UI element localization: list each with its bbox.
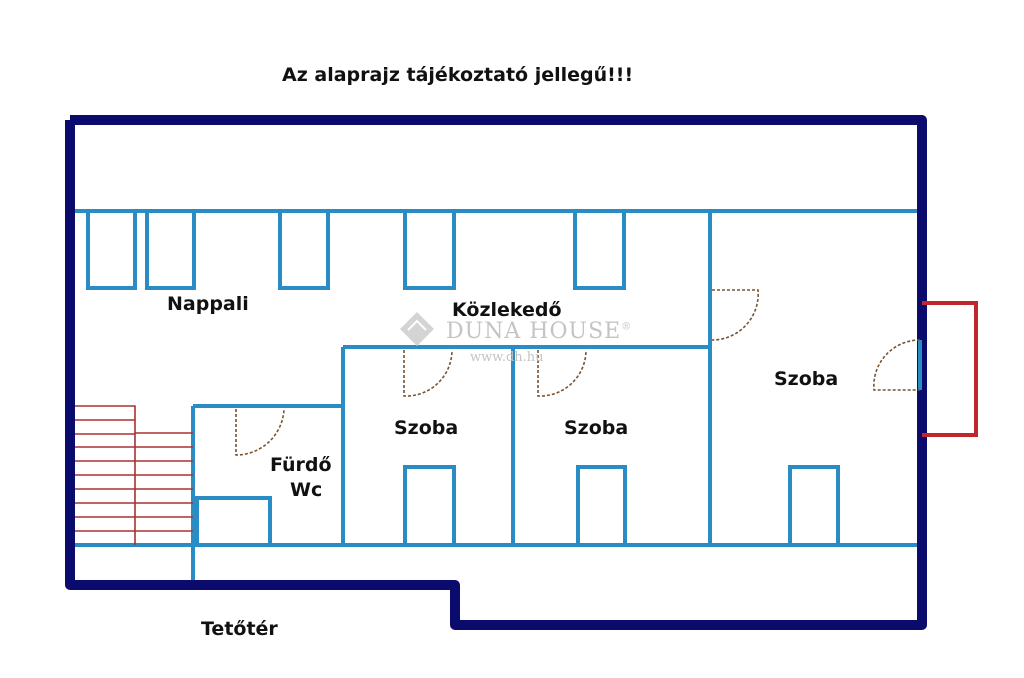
roof-windows (86, 211, 840, 545)
staircase (75, 405, 193, 545)
room-label-nappali: Nappali (167, 293, 249, 315)
inner-walls (75, 209, 922, 580)
balcony (922, 301, 978, 437)
watermark-brand-text: DUNA HOUSE (446, 319, 622, 344)
room-label-wc: Wc (290, 479, 323, 501)
room-label-tetoter: Tetőtér (201, 618, 278, 640)
watermark-logo (400, 312, 434, 346)
room-label-kozlekedo: Közlekedő (452, 299, 562, 321)
room-label-szoba-2: Szoba (564, 417, 629, 439)
watermark-registered-mark: ® (621, 321, 633, 333)
watermark-brand: DUNA HOUSE® (446, 319, 632, 344)
room-label-szoba-1: Szoba (394, 417, 459, 439)
disclaimer-title: Az alaprajz tájékoztató jellegű!!! (282, 64, 634, 86)
door-swings (235, 289, 921, 456)
room-label-furdo: Fürdő (270, 454, 332, 476)
outer-wall (65, 115, 927, 630)
room-label-szoba-3: Szoba (774, 368, 839, 390)
watermark-url: www.dh.hu (470, 350, 544, 365)
